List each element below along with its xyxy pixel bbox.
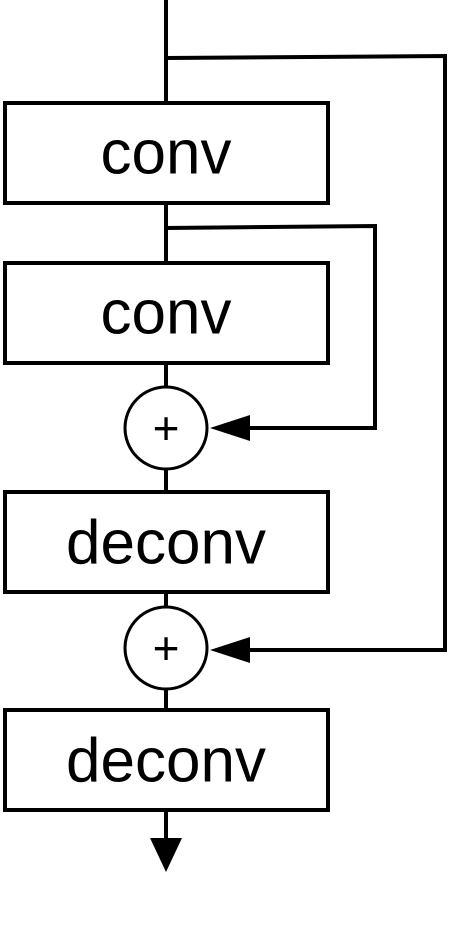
output-arrow-head: [150, 838, 182, 872]
inner-skip-connection: [165, 223, 377, 430]
outer-skip-arrow-head: [210, 637, 250, 663]
deconv-block-2: deconv: [3, 708, 330, 812]
conv-block-2-label: conv: [101, 279, 232, 348]
deconv-block-2-label: deconv: [66, 727, 266, 796]
deconv-block-1-label: deconv: [66, 509, 266, 578]
outer-skip-connection: [165, 53, 447, 652]
conv-block-2: conv: [3, 261, 330, 365]
conv-block-1: conv: [3, 101, 330, 205]
inner-skip-arrow-head: [210, 415, 250, 441]
add-node-2-symbol: +: [153, 622, 180, 674]
deconv-block-1: deconv: [3, 490, 330, 594]
add-node-2: +: [123, 605, 209, 691]
add-node-1: +: [123, 385, 209, 471]
add-node-1-symbol: +: [153, 402, 180, 454]
conv-block-1-label: conv: [101, 119, 232, 188]
